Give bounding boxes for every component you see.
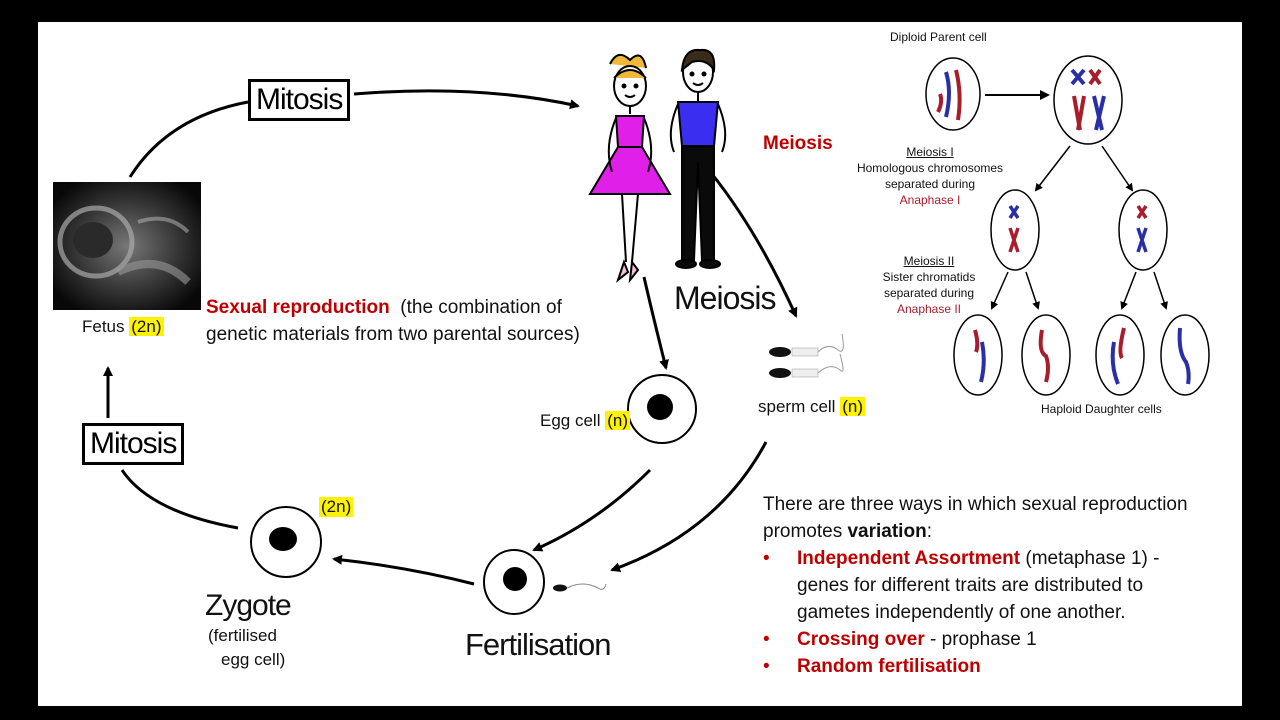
- daughter-cell-1: [953, 314, 1003, 396]
- meiosis2-phase: Anaphase II: [896, 302, 962, 316]
- fetus-label: Fetus (2n): [82, 317, 164, 337]
- variation-point-crossing-over: Crossing over - prophase 1: [763, 626, 1188, 653]
- point2-term: Crossing over: [797, 629, 925, 650]
- variation-point-random-fertilisation: Random fertilisation: [763, 653, 1188, 680]
- meiosis1-line1: Homologous chromosomes: [856, 161, 1004, 175]
- arrow-fertilisation-to-zygote: [332, 554, 475, 586]
- variation-intro-line1: There are three ways in which sexual rep…: [763, 494, 1188, 515]
- variation-intro-prefix: promotes: [763, 521, 848, 542]
- woman-figure: [588, 53, 672, 284]
- meiosis-big-label: Meiosis: [674, 280, 776, 316]
- fertilisation-label: Fertilisation: [465, 627, 611, 662]
- point2-rest: - prophase 1: [924, 629, 1037, 650]
- fetus-ultrasound-image: [53, 182, 201, 310]
- sperm-cells-icon: [769, 333, 844, 378]
- arrow-mitosis-to-parents: [353, 89, 580, 110]
- definition-line1: (the combination of: [400, 297, 562, 318]
- sperm-cell-text: sperm cell: [758, 397, 836, 416]
- meiosis1-cell-left: [990, 189, 1040, 271]
- egg-cell-text: Egg cell: [540, 411, 601, 430]
- point1-line3: gametes independently of one another.: [797, 602, 1126, 623]
- arrow-egg-to-fertilisation: [532, 468, 652, 552]
- fetus-text: Fetus: [82, 317, 125, 336]
- meiosis-red-label: Meiosis: [763, 133, 833, 154]
- meiosis-diagram: [925, 55, 1210, 396]
- meiosis2-text: Meiosis II Sister chromatids separated d…: [868, 253, 990, 317]
- definition-line2: genetic materials from two parental sour…: [206, 324, 580, 345]
- meiosis2-line2: separated during: [883, 286, 975, 300]
- meiosis1-cell-right: [1118, 189, 1168, 271]
- meiosis2-line1: Sister chromatids: [882, 270, 976, 284]
- point1-line2: genes for different traits are distribut…: [797, 575, 1144, 596]
- egg-cell-ploidy: (n): [605, 411, 630, 430]
- point3-term: Random fertilisation: [797, 656, 981, 677]
- zygote-sub-line2: egg cell): [221, 650, 286, 669]
- zygote-sub-line1: (fertilised: [208, 626, 277, 645]
- arrow-fetus-to-top-mitosis: [128, 100, 249, 178]
- meiosis1-text: Meiosis I Homologous chromosomes separat…: [854, 144, 1006, 208]
- zygote-label: Zygote: [205, 589, 292, 622]
- meiosis1-line2: separated during: [884, 177, 976, 191]
- daughter-cell-4: [1160, 314, 1210, 396]
- meiosis1-title: Meiosis I: [906, 145, 954, 159]
- variation-keyword: variation: [847, 521, 927, 542]
- parent-cell-label: Diploid Parent cell: [890, 30, 987, 44]
- zygote-ploidy: (2n): [319, 497, 354, 517]
- variation-list: Independent Assortment (metaphase 1) - g…: [763, 545, 1188, 680]
- man-figure: [669, 48, 727, 269]
- arrow-man-to-sperm: [710, 173, 798, 318]
- egg-cell: [627, 374, 697, 444]
- variation-point-independent-assortment: Independent Assortment (metaphase 1) - g…: [763, 545, 1188, 626]
- sexual-reproduction-definition: Sexual reproduction (the combination of …: [206, 294, 580, 348]
- variation-text: There are three ways in which sexual rep…: [763, 491, 1188, 680]
- mitosis-top-label: Mitosis: [248, 79, 351, 121]
- egg-cell-label: Egg cell (n): [540, 411, 630, 431]
- point1-term: Independent Assortment: [797, 548, 1021, 569]
- fertilisation-cell: [483, 549, 607, 615]
- parent-cell: [925, 57, 981, 131]
- variation-intro-line2: promotes variation:: [763, 518, 1188, 545]
- zygote-cell: [250, 506, 322, 578]
- daughters-label: Haploid Daughter cells: [1041, 402, 1162, 416]
- slide: Mitosis Mitosis Fetus (2n) Sexual reprod…: [38, 22, 1242, 706]
- diagram-graphics: [53, 48, 1210, 615]
- mitosis-left-label: Mitosis: [82, 423, 185, 465]
- replicated-cell: [1053, 55, 1123, 145]
- meiosis1-phase: Anaphase I: [899, 193, 961, 207]
- fetus-ploidy: (2n): [129, 317, 164, 336]
- variation-intro-suffix: :: [926, 521, 932, 542]
- arrow-zygote-to-mitosis: [120, 469, 239, 530]
- cycle-arrows: [103, 89, 798, 586]
- point1-rest: (metaphase 1) -: [1020, 548, 1160, 569]
- definition-term: Sexual reproduction: [206, 297, 390, 318]
- arrow-woman-to-egg: [642, 276, 669, 370]
- arrow-sperm-to-fertilisation: [610, 441, 768, 573]
- sperm-cell-ploidy: (n): [840, 397, 865, 416]
- sperm-cell-label: sperm cell (n): [758, 397, 865, 417]
- meiosis2-title: Meiosis II: [903, 254, 955, 268]
